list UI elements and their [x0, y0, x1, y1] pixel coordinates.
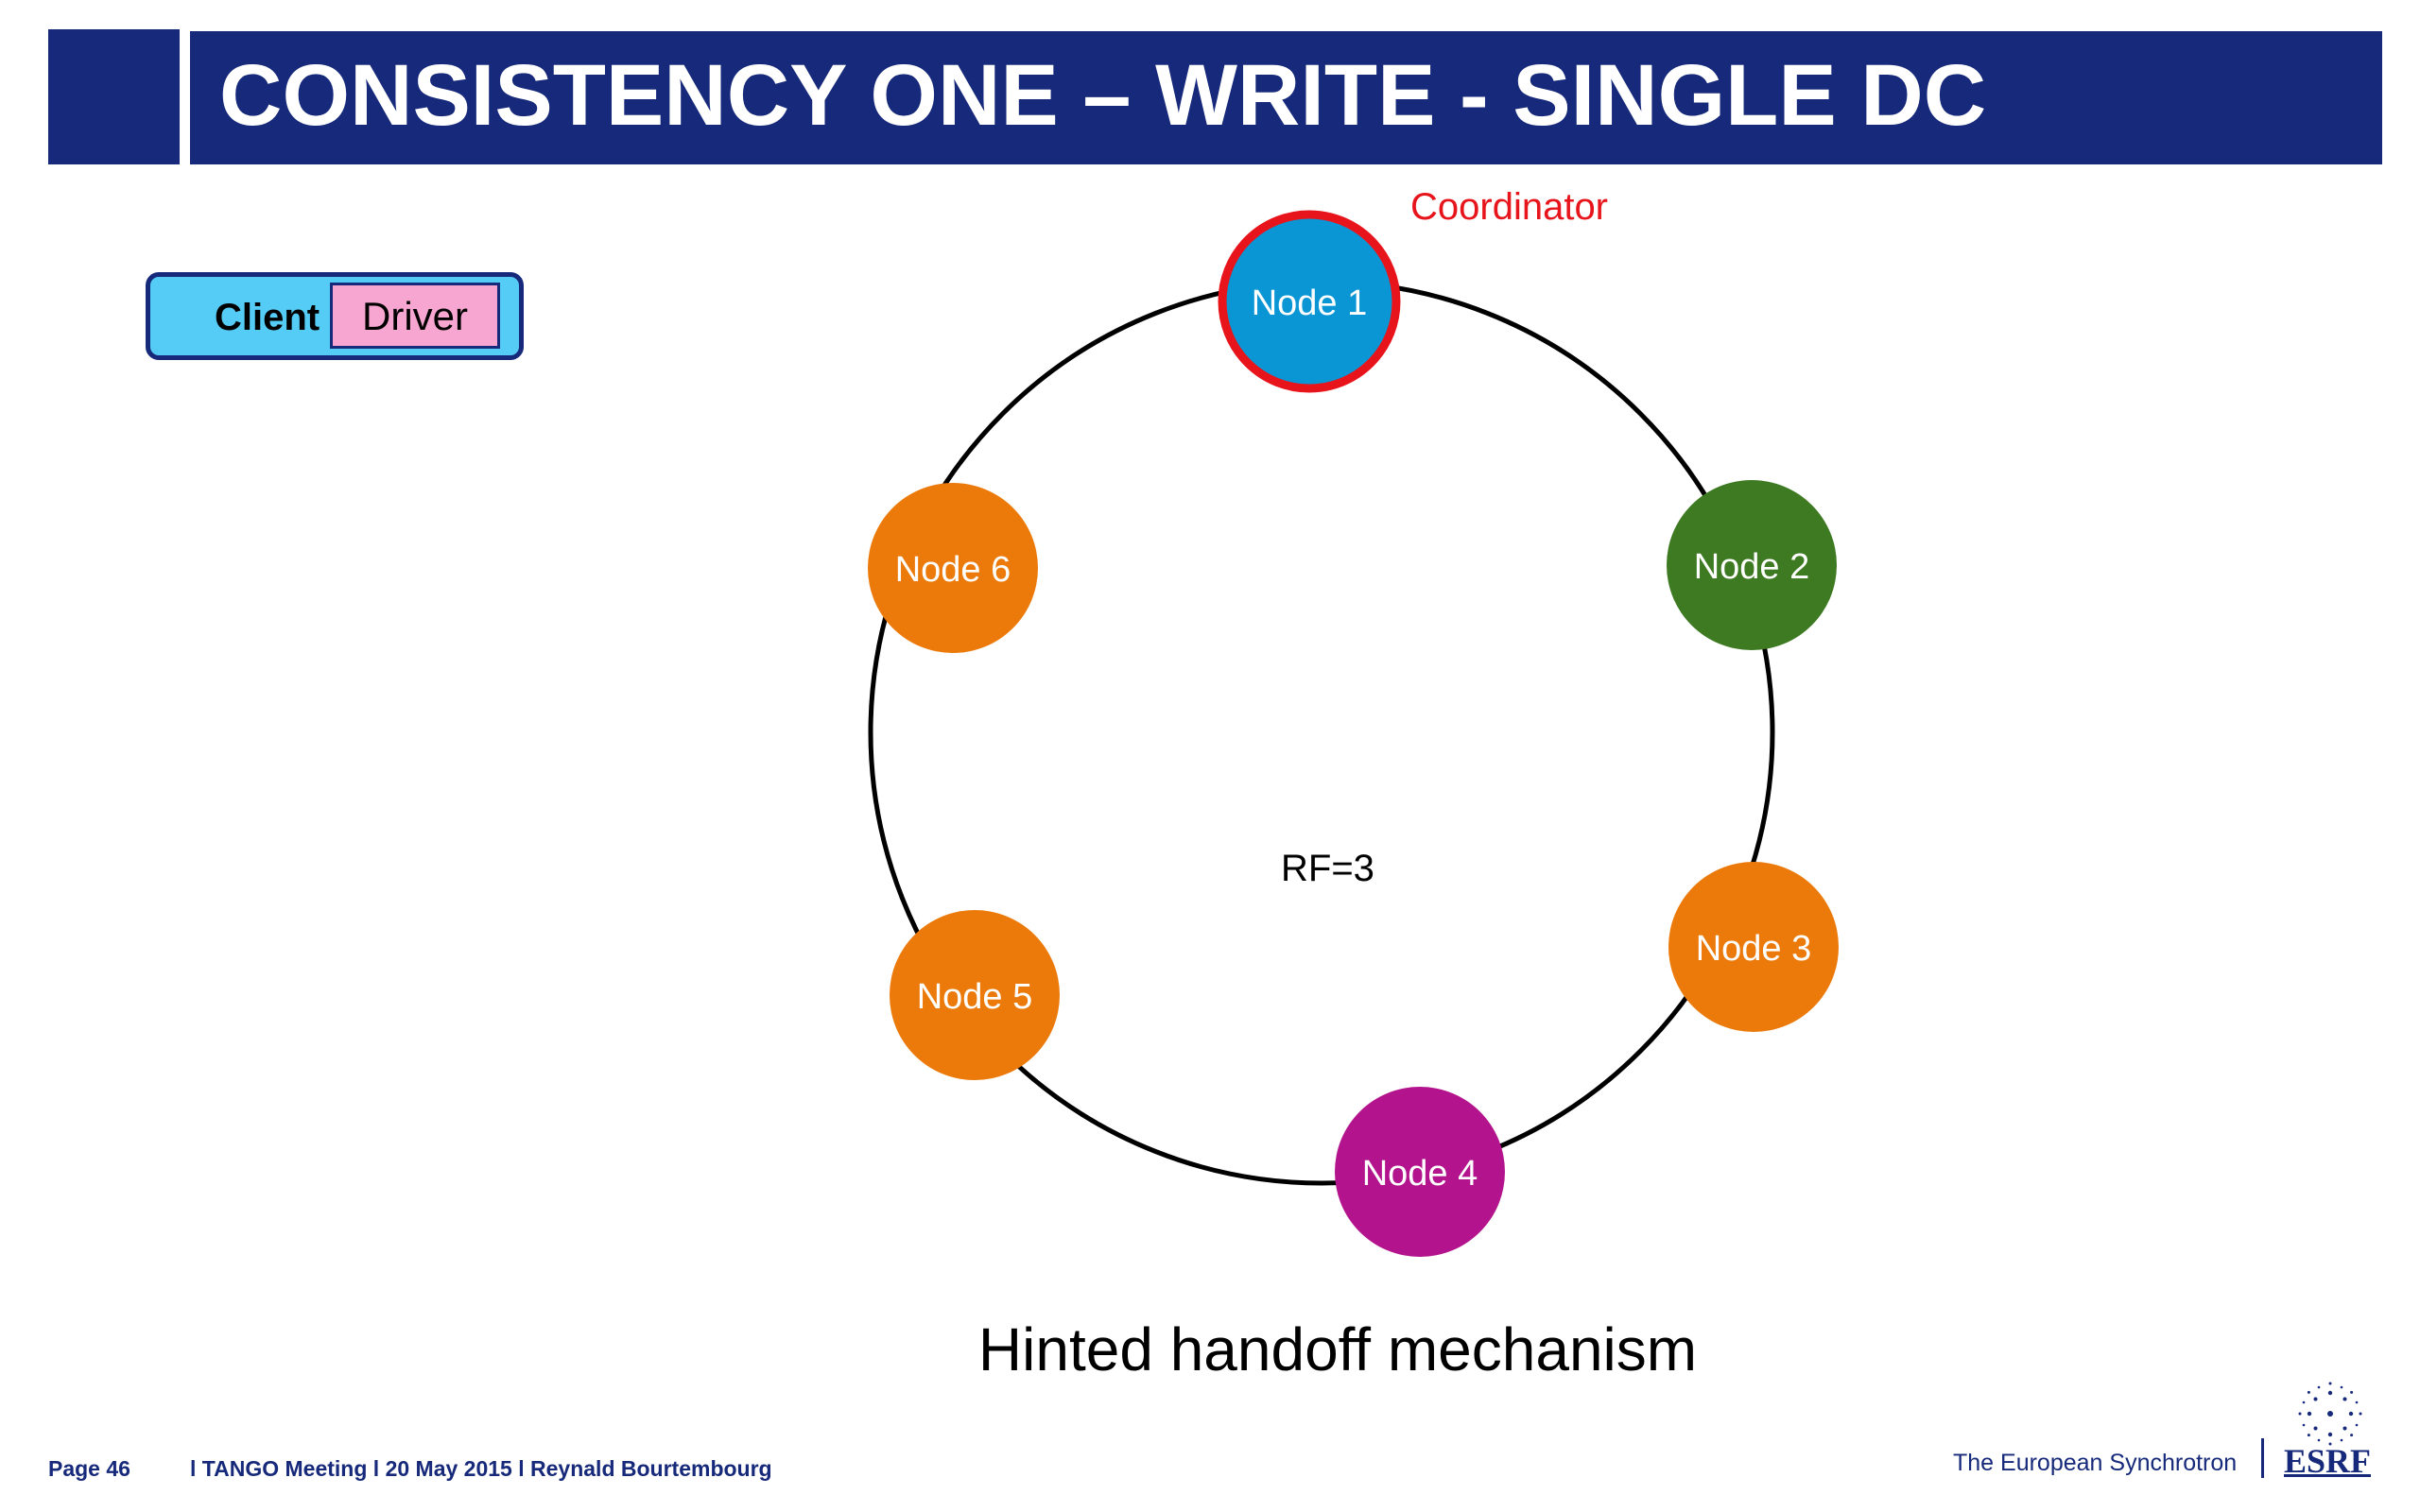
title-accent-square	[48, 29, 180, 164]
slide-title: CONSISTENCY ONE – WRITE - SINGLE DC	[219, 47, 1987, 144]
node-1-circle	[1218, 210, 1401, 393]
driver-box: Driver	[330, 283, 500, 349]
node-3: Node 3	[1668, 862, 1839, 1032]
node-4-circle	[1335, 1087, 1505, 1257]
title-bar	[190, 31, 2382, 164]
node-6-circle	[868, 483, 1038, 653]
footer-divider	[2261, 1438, 2264, 1478]
node-6: Node 6	[868, 483, 1038, 653]
diagram-caption: Hinted handoff mechanism	[977, 1315, 1698, 1383]
node-3-label: Node 3	[1696, 929, 1812, 969]
client-label: Client	[215, 297, 320, 338]
node-5-circle	[890, 910, 1060, 1080]
footer-page-number: Page 46	[48, 1456, 130, 1481]
driver-label: Driver	[362, 294, 468, 338]
coordinator-label: Coordinator	[1410, 186, 1609, 228]
node-1-label: Node 1	[1252, 284, 1368, 323]
replication-factor-label: RF=3	[1281, 848, 1374, 889]
node-4-label: Node 4	[1362, 1154, 1478, 1194]
node-5: Node 5	[890, 910, 1060, 1080]
node-2-label: Node 2	[1694, 547, 1810, 587]
footer-organization: The European Synchrotron	[1953, 1450, 2238, 1476]
node-4: Node 4	[1335, 1087, 1505, 1257]
esrf-starburst-icon	[2298, 1382, 2362, 1446]
node-2-circle	[1667, 480, 1837, 650]
esrf-logo-text: ESRF	[2283, 1442, 2372, 1480]
node-3-circle	[1668, 862, 1839, 1032]
node-6-label: Node 6	[895, 550, 1011, 590]
client-box: Client Driver	[146, 272, 524, 360]
footer-meeting-info: l TANGO Meeting l 20 May 2015 l Reynald …	[190, 1456, 772, 1481]
node-5-label: Node 5	[917, 977, 1033, 1017]
node-1: Node 1	[1218, 210, 1401, 393]
node-2: Node 2	[1667, 480, 1837, 650]
